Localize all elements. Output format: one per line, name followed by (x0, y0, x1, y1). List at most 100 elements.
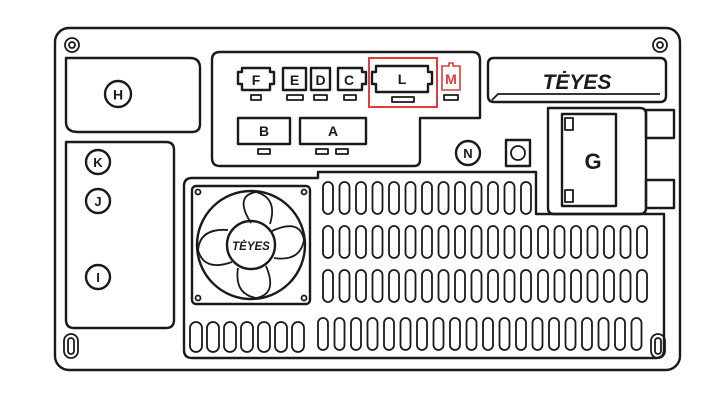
vent-slot (388, 225, 400, 259)
vent-slot (317, 317, 329, 351)
vent-slot (454, 269, 466, 303)
vent-slot (498, 317, 511, 351)
vent-slot (437, 181, 450, 215)
vent-slot (366, 317, 379, 351)
vent-slot (537, 225, 549, 259)
port-f-label: F (252, 72, 261, 88)
vent-slot (630, 317, 643, 351)
vent-slot (432, 317, 445, 351)
vent-slot (470, 225, 483, 259)
vent-slot (206, 321, 220, 353)
vent-slot (520, 225, 532, 259)
vent-slot (371, 181, 384, 215)
vent-slot (421, 269, 433, 303)
port-k-label: K (93, 155, 103, 170)
vent-slot (487, 269, 499, 303)
vent-slot (338, 269, 351, 303)
port-l-label: L (398, 71, 407, 87)
vent-slot (470, 269, 483, 303)
vent-slot (503, 225, 516, 259)
vent-slot (503, 181, 516, 215)
vent-slot (619, 269, 632, 303)
vent-slot (614, 317, 626, 351)
port-g-outline (546, 106, 648, 216)
vent-slot (454, 181, 466, 215)
vent-slot (383, 317, 395, 351)
port-c-label: C (344, 72, 354, 88)
port-b-connector: B (236, 116, 292, 155)
port-n-marker: N (454, 139, 482, 167)
vent-slot (223, 321, 237, 353)
vent-slot (603, 269, 615, 303)
vent-slot (257, 321, 271, 353)
screw-hole-top-right (652, 37, 668, 53)
vent-slot (503, 269, 516, 303)
vent-slot (619, 225, 632, 259)
port-m-label: M (445, 71, 457, 87)
vent-slot (355, 181, 367, 215)
vent-slot (581, 317, 593, 351)
fan-blades (197, 191, 305, 299)
port-m-connector: M (441, 62, 461, 101)
vent-slot (597, 317, 610, 351)
port-g-label: G (584, 149, 601, 174)
brand-logo-text: TĖYES (543, 71, 612, 94)
port-g-connector: G (560, 112, 618, 208)
vent-slot (553, 269, 566, 303)
port-i-label: I (96, 270, 100, 285)
vent-slot (570, 225, 582, 259)
region-kji-outline (64, 140, 176, 330)
port-h-marker: H (103, 79, 133, 109)
port-f-connector: F (236, 66, 276, 101)
vent-slot (586, 225, 599, 259)
vent-slot (487, 181, 499, 215)
vent-slot (333, 317, 346, 351)
vent-slot (371, 225, 384, 259)
port-g-side-tab-bottom (644, 178, 676, 210)
vent-slot (570, 269, 582, 303)
screw-slot-bottom-left (63, 333, 79, 359)
port-e-label: E (290, 72, 299, 88)
vent-slot (449, 317, 461, 351)
vent-slot (404, 269, 417, 303)
fan-logo-text: TĖYES (232, 240, 270, 253)
cooling-fan: TĖYES (190, 184, 312, 306)
port-g-side-tab-top (644, 108, 676, 140)
port-d-label: D (315, 72, 325, 88)
vent-slot (437, 225, 450, 259)
vent-slot (388, 269, 400, 303)
connector-block-outline (210, 50, 482, 168)
vent-slot (416, 317, 428, 351)
vent-slot (338, 181, 351, 215)
vent-slot (531, 317, 544, 351)
vent-slot (520, 269, 532, 303)
port-k-marker: K (84, 148, 112, 176)
vent-slot (240, 321, 254, 353)
vent-slot (322, 225, 334, 259)
vent-slot (421, 181, 433, 215)
port-h-label: H (113, 87, 123, 103)
vent-slot (437, 269, 450, 303)
vent-slot (548, 317, 560, 351)
vent-slot (636, 225, 648, 259)
port-l-highlight (368, 57, 438, 108)
vent-slot (553, 225, 566, 259)
port-d-connector: D (309, 66, 332, 101)
vent-slot (421, 225, 433, 259)
vent-slot (470, 181, 483, 215)
port-a-label: A (328, 123, 338, 139)
vent-slot (291, 321, 305, 353)
heatsink-outline (182, 170, 666, 360)
vent-slot (482, 317, 494, 351)
vent-slots (189, 181, 648, 353)
vent-slot (388, 181, 400, 215)
vent-slot (586, 269, 599, 303)
vent-slot (355, 269, 367, 303)
vent-slot (404, 225, 417, 259)
vent-slot (537, 269, 549, 303)
port-i-marker: I (84, 263, 112, 291)
port-e-connector: E (281, 66, 308, 101)
region-h-outline (64, 56, 202, 134)
port-j-marker: J (84, 187, 112, 215)
